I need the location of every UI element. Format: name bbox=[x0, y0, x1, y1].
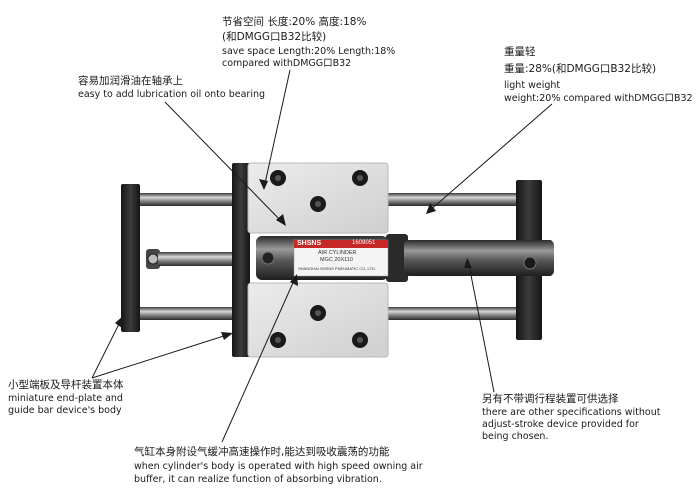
nameplate bbox=[293, 239, 389, 277]
left-end-plate bbox=[121, 184, 160, 332]
light-weight-cn-line2: 重量:28%(和DMGG口B32比较) bbox=[504, 63, 657, 75]
piston-rod bbox=[158, 252, 244, 266]
nameplate-line2: MGC 20X110 bbox=[320, 257, 353, 263]
save-space-cn-line1: 节省空间 长度:20% 高度:18% bbox=[222, 16, 367, 28]
stroke-adjust-cn: 另有不带调行程装置可供选择 bbox=[482, 393, 619, 405]
stroke-adjust-en-line2: adjust-stroke device provided for bbox=[482, 419, 639, 430]
nameplate-brand: SHSNS bbox=[297, 240, 322, 247]
body-block-top bbox=[247, 162, 389, 234]
cushion-cn: 气缸本身附设气缓冲高速操作时,能达到吸收震荡的功能 bbox=[134, 446, 390, 458]
stroke-adjust-en-line3: being chosen. bbox=[482, 431, 549, 442]
lubrication-en: easy to add lubrication oil onto bearing bbox=[78, 89, 266, 100]
cushion-en-line1: when cylinder's body is operated with hi… bbox=[134, 461, 423, 472]
mounting-plate bbox=[232, 163, 250, 357]
leader-lines bbox=[91, 69, 553, 443]
end-plate-en-line2: guide bar device's body bbox=[8, 405, 122, 416]
save-space-cn-line2: (和DMGG口B32比较) bbox=[222, 31, 327, 43]
nameplate-line3: SHANGHAI SHSNS PNEUMATIC CO.,LTD. bbox=[298, 266, 376, 271]
cushion-en-line2: buffer, it can realize function of absor… bbox=[134, 474, 382, 485]
body-block-bottom bbox=[247, 282, 389, 358]
guide-rods bbox=[138, 193, 524, 320]
end-plate-en-line1: miniature end-plate and bbox=[8, 393, 123, 404]
stroke-adjust-en-line1: there are other specifications without bbox=[482, 407, 661, 418]
end-plate-cn: 小型端板及导杆装置本体 bbox=[8, 379, 124, 391]
nameplate-line1: AIR CYLINDER bbox=[318, 250, 357, 256]
lubrication-cn: 容易加润滑油在轴承上 bbox=[78, 75, 183, 87]
light-weight-en-line1: light weight bbox=[504, 80, 561, 91]
nameplate-code: 1609051 bbox=[352, 240, 376, 246]
light-weight-en-line2: weight:20% compared withDMGG口B32 bbox=[504, 93, 693, 104]
save-space-en-line2: compared withDMGG口B32 bbox=[222, 58, 352, 69]
light-weight-cn-line1: 重量轻 bbox=[504, 46, 536, 58]
save-space-en-line1: save space Length:20% Length:18% bbox=[222, 46, 396, 57]
arrowheads bbox=[115, 179, 472, 340]
